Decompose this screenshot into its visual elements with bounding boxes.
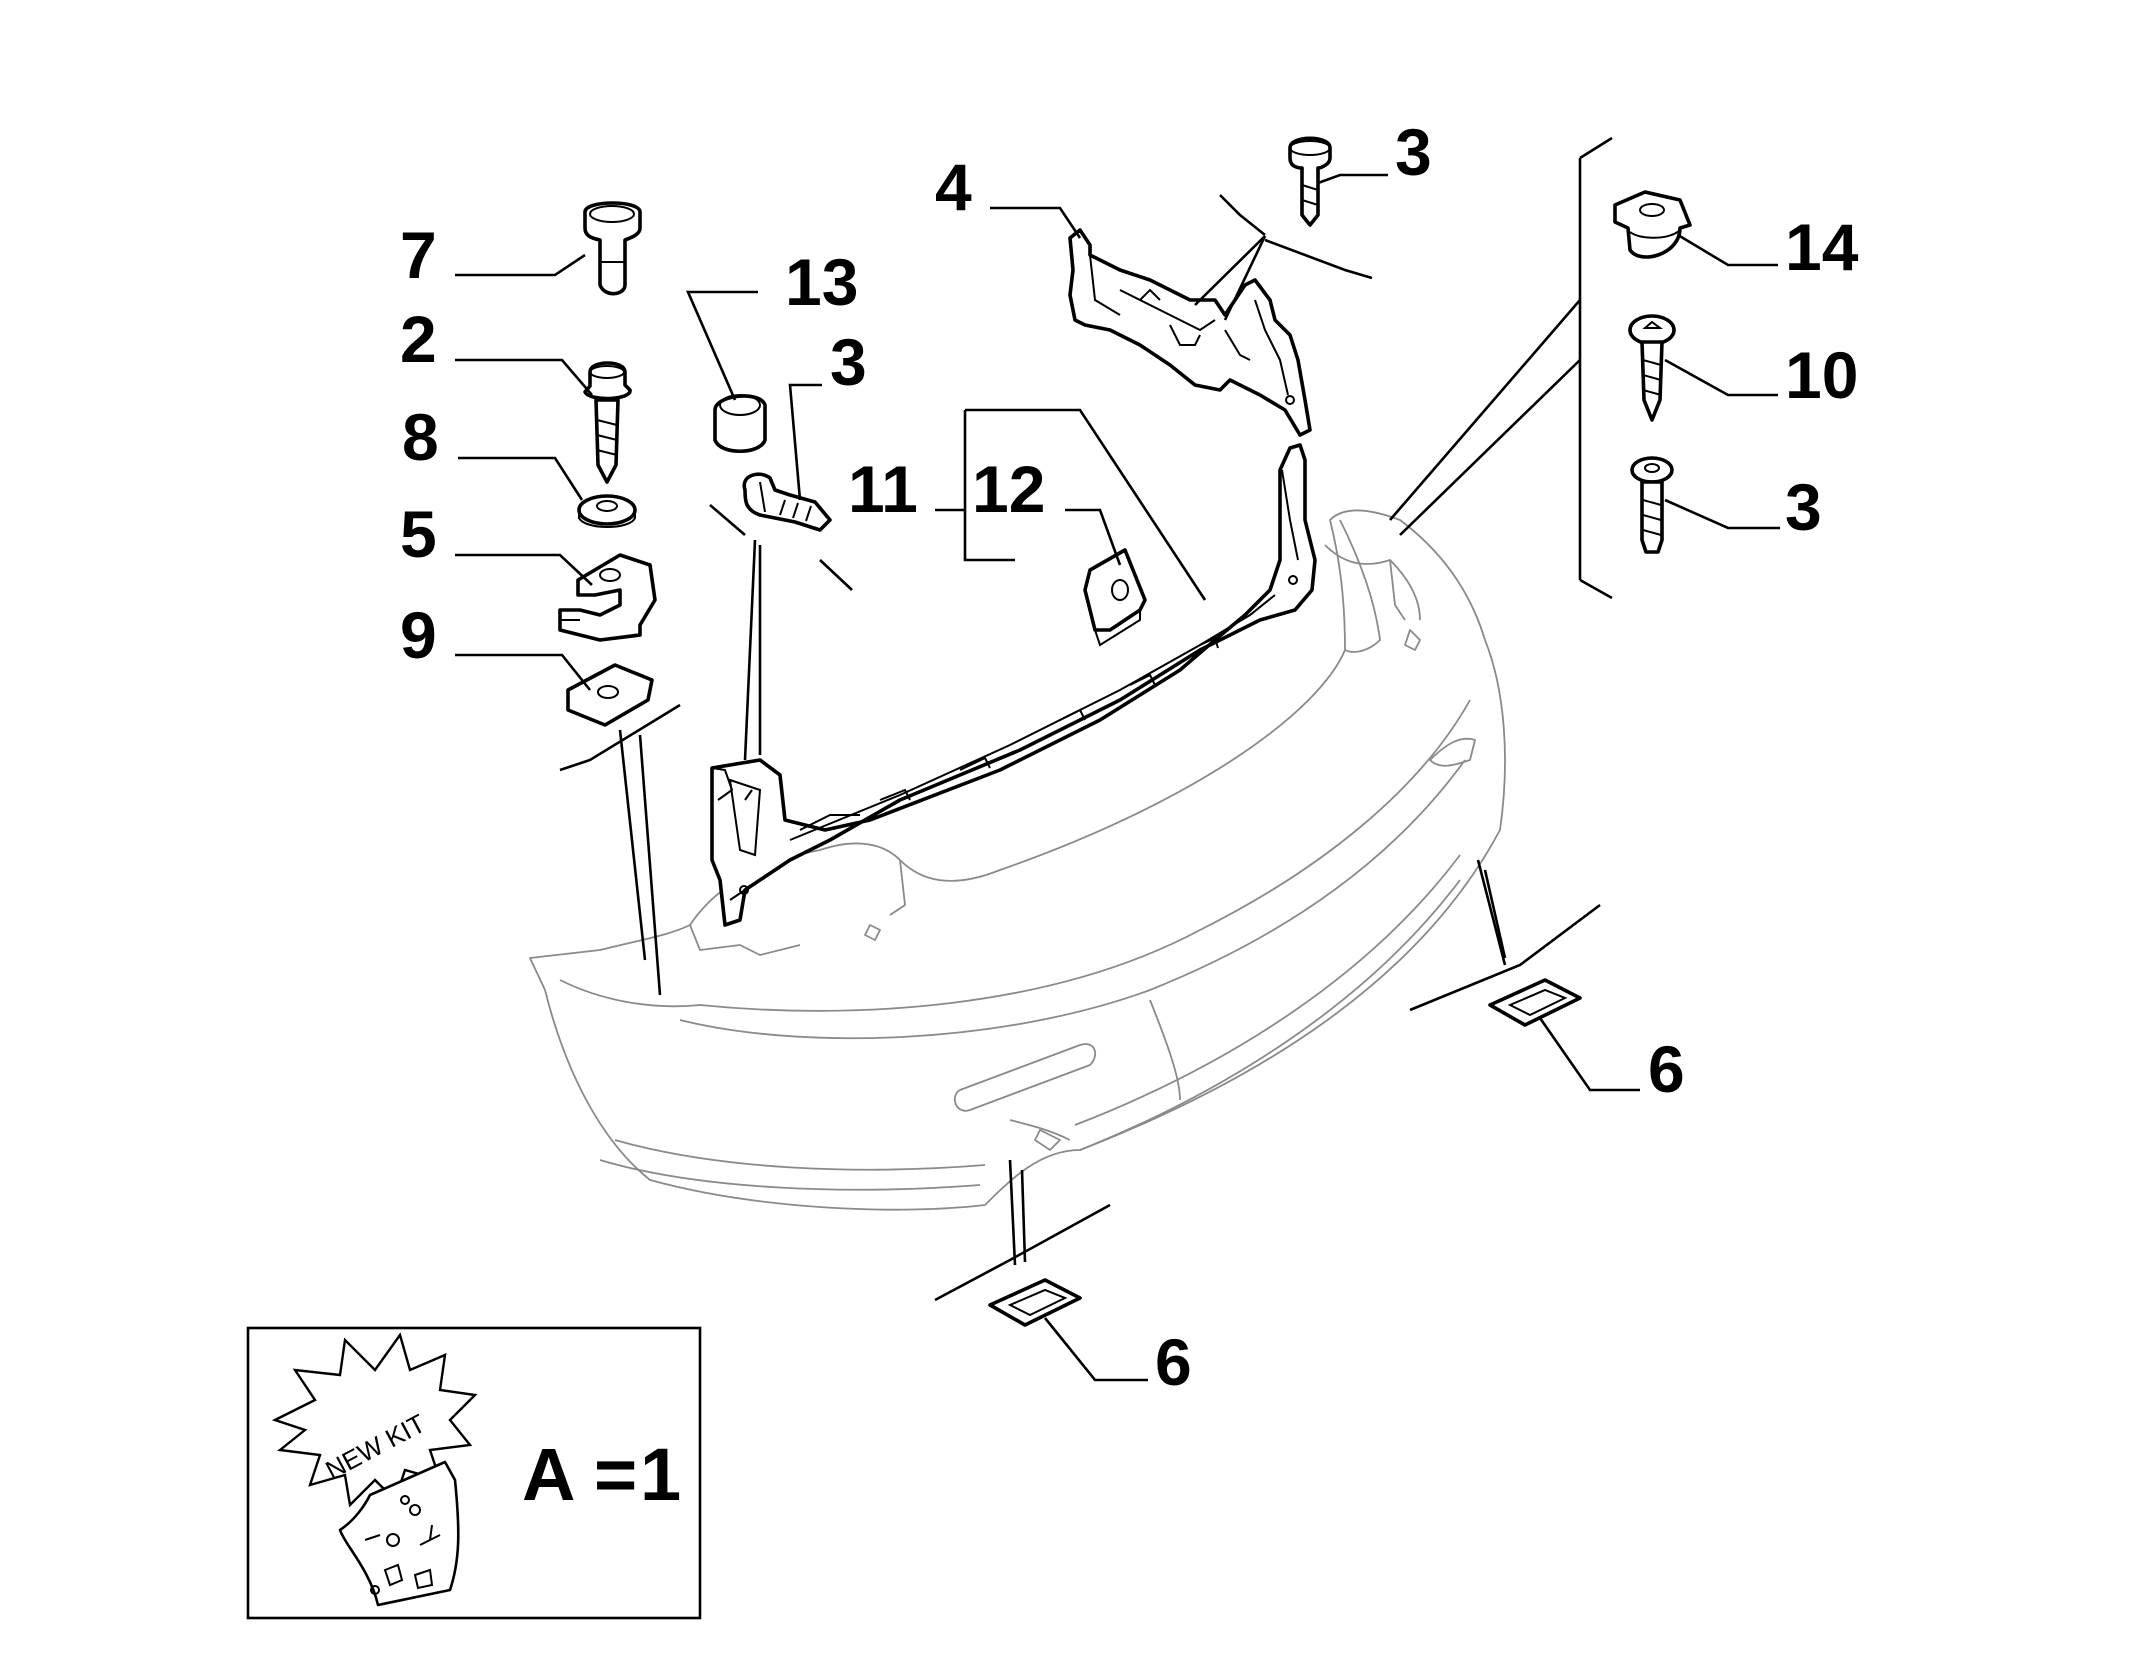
callout-2: 2 — [400, 302, 437, 376]
part-3-screw-top — [1288, 136, 1332, 227]
bumper-reinforcement-beam — [710, 443, 1317, 927]
callout-11: 11 — [848, 452, 918, 526]
upper-bumper-bracket — [1068, 228, 1312, 437]
callout-10: 10 — [1785, 338, 1858, 412]
callout-6-right: 6 — [1648, 1032, 1685, 1106]
callout-3-top: 3 — [1395, 115, 1432, 189]
projection-lines — [559, 136, 1613, 1302]
callout-labels: 7 2 8 5 9 13 3 11 12 4 3 14 10 3 6 6 — [400, 115, 1859, 1399]
kit-bag-icon — [338, 1460, 460, 1607]
kit-letter: A — [522, 1433, 575, 1516]
part-14-nut-cage — [1613, 190, 1692, 259]
callout-7: 7 — [400, 218, 437, 292]
callout-12: 12 — [972, 452, 1045, 526]
callout-14: 14 — [1785, 210, 1859, 284]
rear-bumper-outline — [529, 509, 1506, 1211]
part-6-pad-right — [1488, 978, 1582, 1027]
part-12-nut-clip — [1083, 548, 1147, 647]
callout-9: 9 — [400, 598, 437, 672]
callout-4: 4 — [935, 150, 972, 224]
callout-3-right: 3 — [1785, 470, 1822, 544]
part-7-rivet — [583, 201, 642, 296]
part-8-washer — [577, 494, 637, 528]
kit-equals: = — [594, 1433, 637, 1516]
new-kit-box: NEW KIT A = 1 — [246, 1326, 702, 1620]
callout-8: 8 — [402, 400, 439, 474]
part-9-speed-nut — [566, 663, 654, 727]
new-kit-burst — [271, 1332, 478, 1508]
part-5-clip — [558, 553, 657, 642]
part-6-pad-bottom — [988, 1278, 1082, 1327]
part-3-screw-left — [742, 472, 832, 532]
callout-6-bottom: 6 — [1155, 1325, 1192, 1399]
callout-5: 5 — [400, 497, 437, 571]
part-10-screw — [1628, 314, 1676, 422]
callout-13: 13 — [785, 245, 858, 319]
part-2-stud — [583, 361, 632, 484]
leader-lines — [455, 173, 1780, 1382]
part-13-grommet — [713, 394, 767, 453]
kit-number: 1 — [640, 1433, 681, 1516]
part-3-screw-right — [1630, 456, 1674, 554]
callout-3-left: 3 — [830, 325, 867, 399]
